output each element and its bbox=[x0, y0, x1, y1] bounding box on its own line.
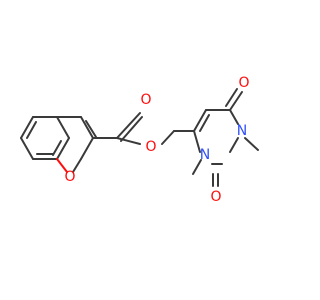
bond bbox=[229, 91, 243, 111]
bond-double-inner bbox=[52, 140, 62, 156]
bond bbox=[116, 112, 141, 139]
structure-diagram: O O O O O N N bbox=[20, 75, 259, 205]
atom-label-oxygen: O bbox=[210, 189, 221, 205]
bond bbox=[229, 137, 239, 153]
bond bbox=[80, 116, 94, 139]
atom-label-oxygen: O bbox=[64, 169, 75, 185]
bond-double bbox=[120, 116, 143, 142]
bond-double-inner bbox=[199, 114, 210, 132]
atom-label-nitrogen: N bbox=[200, 147, 210, 163]
bond-double-inner bbox=[26, 121, 37, 139]
bond-methyl bbox=[244, 137, 259, 151]
benzene-ring bbox=[20, 116, 70, 160]
bond bbox=[80, 137, 94, 160]
bond bbox=[72, 158, 82, 173]
atom-label-nitrogen: N bbox=[237, 123, 247, 139]
atom-labels: O O O O O N N bbox=[64, 75, 249, 205]
bond bbox=[20, 116, 34, 139]
bond-double-inner bbox=[85, 120, 97, 138]
bond bbox=[56, 158, 68, 173]
bond bbox=[161, 130, 175, 145]
bond bbox=[56, 137, 70, 160]
bond bbox=[20, 137, 34, 160]
bond bbox=[193, 130, 201, 153]
molecule-drawing: O O O O O N N bbox=[20, 75, 259, 205]
atom-label-oxygen: O bbox=[145, 139, 156, 155]
pyran-ring bbox=[56, 116, 97, 173]
bond bbox=[116, 137, 141, 145]
bond bbox=[193, 109, 207, 132]
bond bbox=[56, 116, 70, 139]
pyrimidine-ring bbox=[192, 88, 259, 187]
bond-methyl bbox=[192, 159, 202, 175]
ester-group bbox=[92, 112, 195, 145]
atom-label-oxygen: O bbox=[140, 92, 151, 108]
atom-label-oxygen: O bbox=[238, 75, 249, 91]
bond bbox=[229, 109, 239, 125]
bond-double bbox=[225, 88, 238, 107]
